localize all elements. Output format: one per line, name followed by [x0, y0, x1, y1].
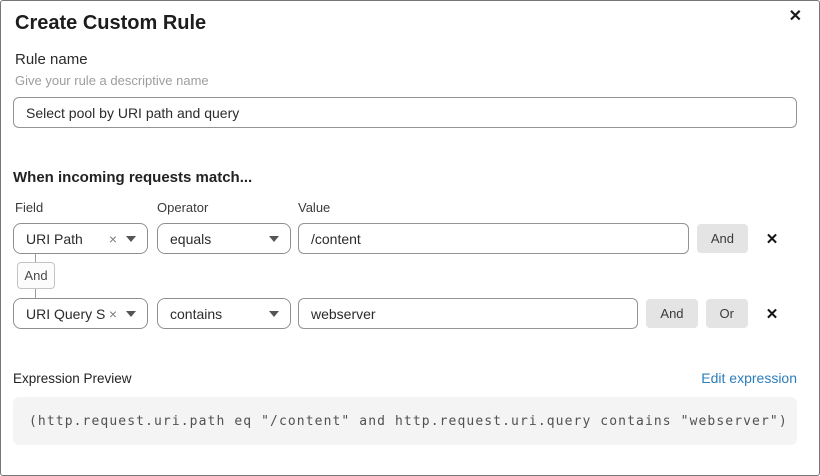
chevron-down-icon [126, 310, 136, 317]
rule-name-input[interactable] [13, 97, 797, 128]
rule-name-label: Rule name [15, 51, 88, 68]
field-select-value: URI Path [26, 230, 83, 247]
or-button[interactable]: Or [705, 299, 748, 328]
operator-select[interactable]: contains [157, 298, 291, 329]
value-input[interactable] [298, 298, 639, 329]
match-heading: When incoming requests match... [13, 169, 253, 186]
chevron-down-icon [269, 235, 279, 242]
delete-row-icon[interactable]: ✕ [765, 230, 779, 248]
expression-preview-label: Expression Preview [13, 371, 132, 386]
match-row-2: URI Query St... × contains And Or ✕ [13, 298, 781, 329]
field-select[interactable]: URI Path × [13, 223, 148, 254]
dialog-title: Create Custom Rule [15, 12, 207, 34]
and-button[interactable]: And [646, 299, 698, 328]
close-icon[interactable]: ✕ [788, 8, 802, 25]
operator-select[interactable]: equals [157, 223, 291, 254]
value-column-label: Value [298, 200, 331, 215]
operator-select-value: equals [170, 230, 212, 247]
edit-expression-link[interactable]: Edit expression [701, 370, 797, 386]
and-connector-badge: And [17, 262, 55, 289]
field-select-value: URI Query St... [26, 305, 105, 322]
chevron-down-icon [126, 235, 136, 242]
value-input[interactable] [298, 223, 689, 254]
expression-code: (http.request.uri.path eq "/content" and… [13, 397, 797, 445]
rule-name-hint: Give your rule a descriptive name [15, 73, 209, 88]
connector-line [35, 254, 36, 262]
match-row-1: URI Path × equals And ✕ [13, 223, 781, 254]
delete-row-icon[interactable]: ✕ [765, 305, 779, 323]
field-column-label: Field [15, 200, 44, 215]
clear-field-icon[interactable]: × [108, 305, 117, 322]
field-select[interactable]: URI Query St... × [13, 298, 148, 329]
operator-select-value: contains [170, 305, 223, 322]
operator-column-label: Operator [157, 200, 209, 215]
column-headers: Field Operator Value [13, 200, 797, 215]
expression-header: Expression Preview Edit expression [13, 370, 797, 386]
and-button[interactable]: And [696, 224, 748, 253]
connector-line [35, 289, 36, 298]
chevron-down-icon [269, 310, 279, 317]
clear-field-icon[interactable]: × [108, 230, 117, 247]
